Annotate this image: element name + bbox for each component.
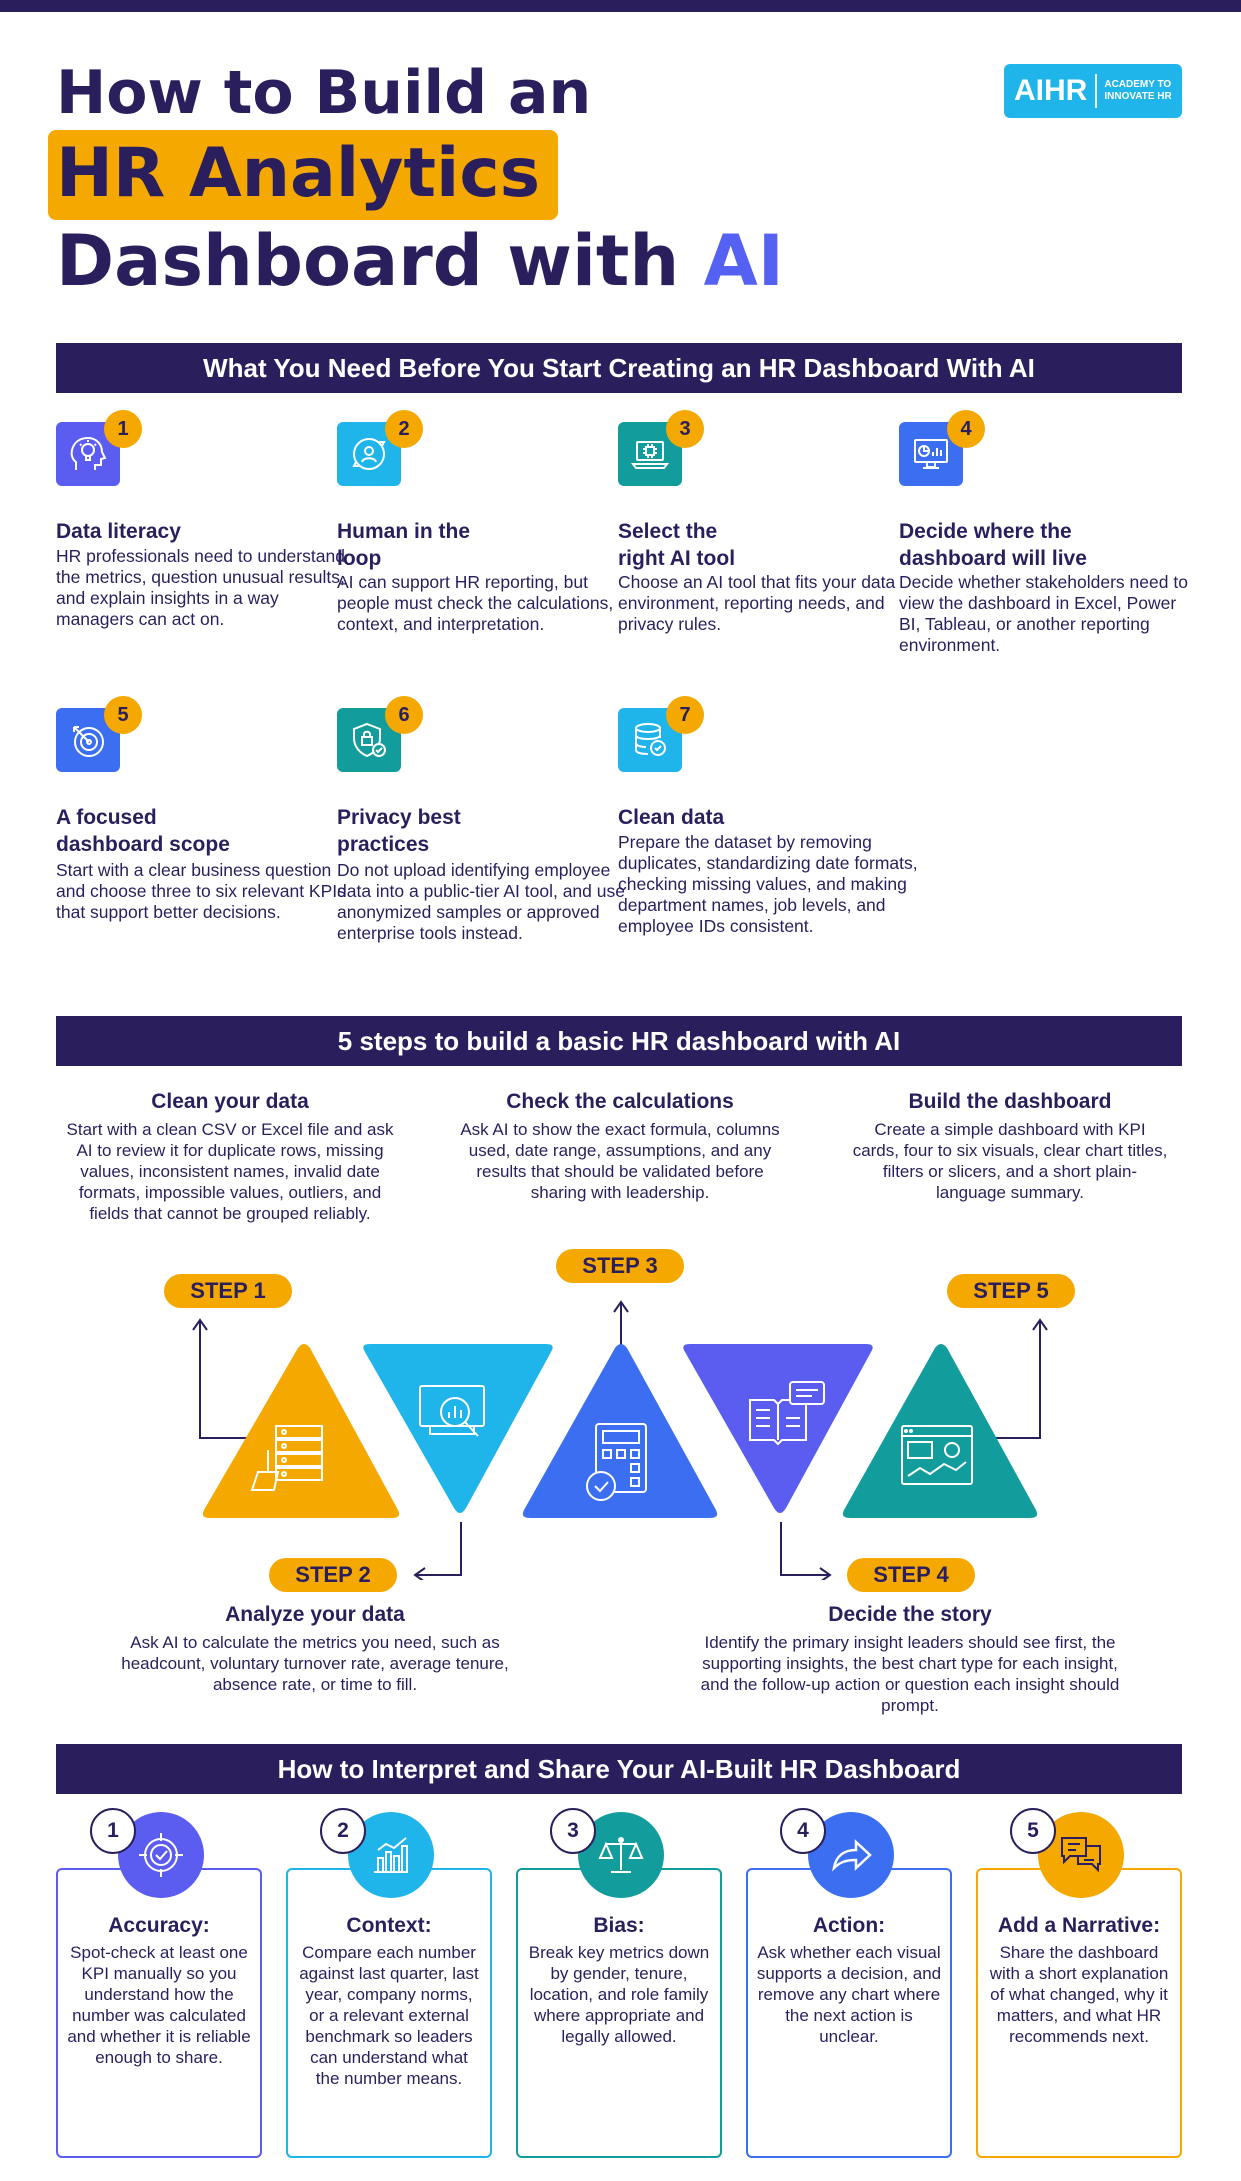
title-line-3-prefix: Dashboard with [56, 220, 704, 302]
card-body: Spot-check at least one KPI manually so … [67, 1943, 251, 2067]
tip-card-narrative [976, 1868, 1182, 2158]
step-title: Analyze your data [225, 1603, 405, 1626]
step-title: Decide the story [828, 1603, 992, 1626]
requirement-body: AI can support HR reporting, but people … [337, 572, 614, 634]
requirement-number: 4 [947, 410, 985, 448]
broom-server-icon [250, 1425, 323, 1491]
step-body: Create a simple dashboard with KPI cards… [852, 1120, 1168, 1202]
requirement-body: Start with a clear business question and… [56, 860, 346, 922]
requirement-title: Data literacy [56, 520, 181, 543]
card-number: 5 [1010, 1808, 1056, 1854]
requirement-number: 1 [104, 410, 142, 448]
step-5-triangle [842, 1344, 1038, 1518]
step-title: Clean your data [151, 1090, 309, 1113]
card-title: Add a Narrative: [997, 1914, 1161, 1937]
requirement-title: Clean data [618, 806, 725, 829]
bar-chart-icon [348, 1812, 434, 1898]
tip-card-context [286, 1868, 492, 2158]
aihr-logo: AIHR ACADEMY TO INNOVATE HR [1004, 64, 1182, 118]
step-title: Build the dashboard [908, 1090, 1112, 1113]
step-body: Identify the primary insight leaders sho… [700, 1633, 1120, 1715]
step-1-triangle [202, 1344, 400, 1518]
card-body: Compare each number against last quarter… [299, 1943, 479, 2088]
step-5-pill: STEP 5 [947, 1274, 1075, 1308]
tip-card-action [746, 1868, 952, 2158]
requirement-title: Privacy best practices [337, 806, 461, 856]
requirement-body: HR professionals need to understand the … [56, 546, 345, 629]
step-body: Start with a clean CSV or Excel file and… [66, 1120, 394, 1223]
book-chat-icon [749, 1381, 825, 1446]
step-2-pill: STEP 2 [269, 1558, 397, 1592]
card-body: Share the dashboard with a short explana… [989, 1943, 1169, 2046]
logo-sub-line-1: ACADEMY TO [1104, 79, 1172, 90]
requirement-number: 3 [666, 410, 704, 448]
section3-heading: How to Interpret and Share Your AI-Built… [56, 1744, 1182, 1794]
requirement-number: 6 [385, 696, 423, 734]
card-body: Ask whether each visual supports a decis… [756, 1943, 942, 2046]
tip-card-accuracy [56, 1868, 262, 2158]
magnify-chart-icon [419, 1385, 485, 1437]
top-bar [0, 0, 1241, 12]
requirement-title: Decide where the dashboard will live [899, 520, 1087, 570]
card-title: Accuracy: [108, 1914, 210, 1937]
requirement-number: 2 [385, 410, 423, 448]
target-icon [56, 708, 120, 772]
requirement-title: Select the right AI tool [618, 520, 736, 570]
section2-heading: 5 steps to build a basic HR dashboard wi… [56, 1016, 1182, 1066]
shield-lock-icon [337, 708, 401, 772]
requirement-body: Do not upload identifying employee data … [337, 860, 625, 943]
step-4-pill: STEP 4 [847, 1558, 975, 1592]
logo-main: AIHR [1004, 74, 1098, 108]
logo-subtitle: ACADEMY TO INNOVATE HR [1097, 79, 1171, 103]
step-body: Ask AI to show the exact formula, column… [460, 1120, 780, 1202]
card-number: 2 [320, 1808, 366, 1854]
requirement-number: 5 [104, 696, 142, 734]
requirement-number: 7 [666, 696, 704, 734]
monitor-dashboard-icon [899, 422, 963, 486]
card-title: Context: [346, 1914, 432, 1937]
calculator-check-icon [586, 1423, 647, 1501]
card-number: 3 [550, 1808, 596, 1854]
title-line-1: How to Build an [56, 58, 592, 128]
requirement-body: Decide whether stakeholders need to view… [899, 572, 1188, 655]
tip-card-bias [516, 1868, 722, 2158]
step-1-pill: STEP 1 [164, 1274, 292, 1308]
section1-heading: What You Need Before You Start Creating … [56, 343, 1182, 393]
title-line-2: HR Analytics [56, 134, 541, 213]
requirement-title: Human in the loop [337, 520, 471, 570]
title-line-3: Dashboard with AI [56, 220, 784, 302]
card-number: 4 [780, 1808, 826, 1854]
requirement-title: A focused dashboard scope [56, 806, 230, 856]
card-number: 1 [90, 1808, 136, 1854]
card-body: Break key metrics down by gender, tenure… [528, 1943, 710, 2046]
logo-sub-line-2: INNOVATE HR [1104, 91, 1172, 102]
title-highlight [48, 130, 558, 220]
title-accent: AI [703, 220, 784, 302]
card-title: Bias: [593, 1914, 645, 1937]
step-3-pill: STEP 3 [556, 1249, 684, 1283]
step-body: Ask AI to calculate the metrics you need… [121, 1633, 509, 1694]
step-2-triangle [363, 1344, 553, 1513]
steps-diagram [192, 1300, 1048, 1580]
card-title: Action: [812, 1914, 886, 1937]
requirement-body: Prepare the dataset by removing duplicat… [618, 832, 918, 936]
requirement-body: Choose an AI tool that fits your data en… [618, 572, 896, 634]
dashboard-window-icon [901, 1425, 973, 1485]
step-title: Check the calculations [506, 1090, 734, 1113]
